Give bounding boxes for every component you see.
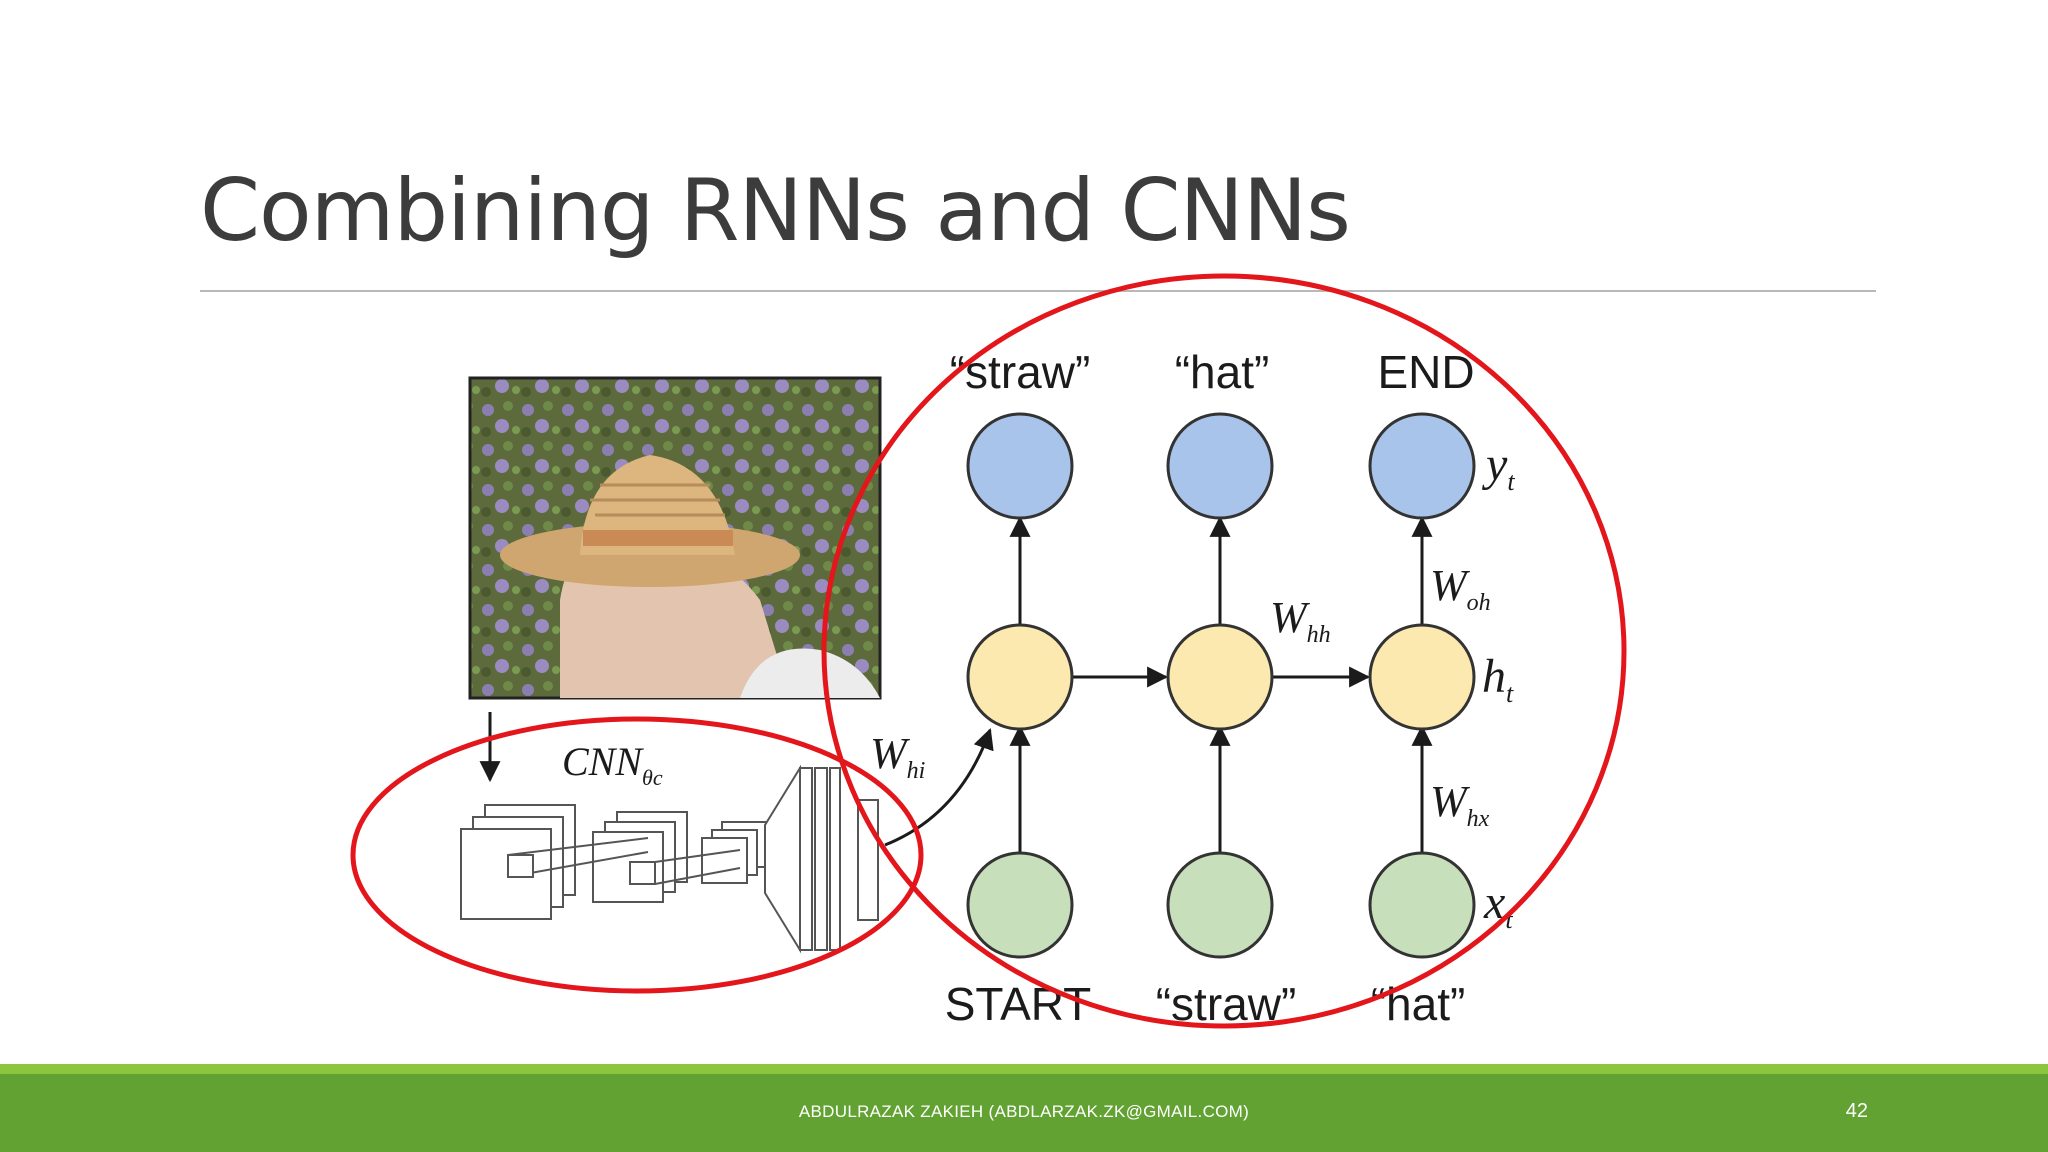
weight-hx-subscript: hx [1467,806,1490,832]
weight-oh-label: W [1430,561,1470,610]
weight-oh-subscript: oh [1467,590,1491,616]
title-divider [200,290,1876,292]
output-node-3 [1368,412,1476,520]
rnn-cnn-diagram: CNNθc Whi [350,273,1627,1030]
rnn-highlight-circle [821,273,1627,1029]
y-t-label: y [1481,438,1508,491]
cnn-label-subscript: θc [642,765,663,790]
weight-hi-subscript: hi [907,758,926,784]
weight-hh-label: W [1270,593,1310,642]
input-node-2 [1166,851,1274,959]
straw-hat-photo [468,376,882,700]
svg-text:xt: xt [1483,876,1513,934]
footer-bar: ABDULRAZAK ZAKIEH (ABDLARZAK.ZK@GMAIL.CO… [0,1064,2048,1152]
weight-hh-subscript: hh [1307,622,1331,648]
svg-text:ht: ht [1482,650,1514,708]
slide-title: Combining RNNs and CNNs [200,161,1351,261]
svg-text:Whh: Whh [1270,593,1331,648]
x-t-subscript: t [1505,905,1513,934]
output-label-1: “straw” [950,346,1091,398]
svg-text:Whi: Whi [870,729,925,784]
output-label-2: “hat” [1175,346,1270,398]
x-t-label: x [1483,876,1505,929]
cnn-label: CNN [562,739,644,784]
svg-text:CNNθc: CNNθc [562,739,663,790]
weight-hi-label: W [870,729,910,778]
output-label-3: END [1377,346,1474,398]
footer-author: ABDULRAZAK ZAKIEH (ABDLARZAK.ZK@GMAIL.CO… [798,1102,1250,1121]
cnn-layers [460,764,879,954]
hidden-node-3 [1368,623,1476,731]
hidden-node-2 [1166,623,1274,731]
input-label-3: “hat” [1371,978,1466,1030]
input-label-1: START [945,978,1092,1030]
y-t-subscript: t [1507,467,1515,496]
cnn-highlight-circle [350,716,924,994]
svg-text:Woh: Woh [1430,561,1491,616]
output-node-2 [1166,412,1274,520]
h-t-subscript: t [1506,679,1514,708]
svg-text:yt: yt [1481,438,1515,496]
page-number: 42 [1845,1100,1868,1122]
cnn-to-hidden-arrow [884,728,994,847]
input-node-3 [1368,851,1476,959]
weight-hx-label: W [1430,777,1470,826]
svg-text:Whx: Whx [1430,777,1490,832]
output-node-1 [966,412,1074,520]
h-t-label: h [1482,650,1506,703]
hidden-node-1 [966,623,1074,731]
input-node-1 [966,851,1074,959]
